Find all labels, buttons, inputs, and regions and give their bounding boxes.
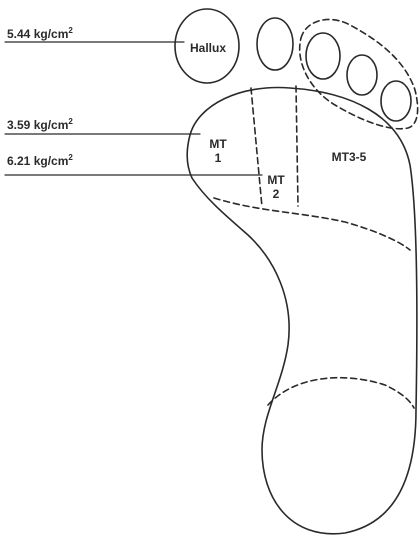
lesser-toes-dashed-outline xyxy=(300,19,418,128)
toe-5 xyxy=(381,81,411,121)
toe-4 xyxy=(347,55,377,95)
hallux-pressure-label: 5.44 kg/cm2 xyxy=(7,26,73,41)
region-divisions xyxy=(214,86,414,408)
mt1-region-label-line2: 1 xyxy=(215,151,222,165)
mt2-region-label-line2: 2 xyxy=(273,187,280,201)
mt1-mt2-divider xyxy=(251,88,262,207)
mt2-region-label-line1: MT xyxy=(267,173,285,187)
hallux-region-label: Hallux xyxy=(190,41,226,55)
foot-sole-outline xyxy=(187,88,417,534)
toe-3 xyxy=(306,33,340,79)
mt1-region-label-line1: MT xyxy=(209,137,227,151)
mt2-mt35-divider xyxy=(296,86,298,206)
heel-boundary xyxy=(268,378,414,408)
mt35-region-label: MT3-5 xyxy=(332,150,367,164)
forefoot-boundary xyxy=(214,198,410,250)
toe-2 xyxy=(257,18,293,70)
mt2-pressure-label: 6.21 kg/cm2 xyxy=(7,153,73,168)
mt1-pressure-label: 3.59 kg/cm2 xyxy=(7,117,73,132)
